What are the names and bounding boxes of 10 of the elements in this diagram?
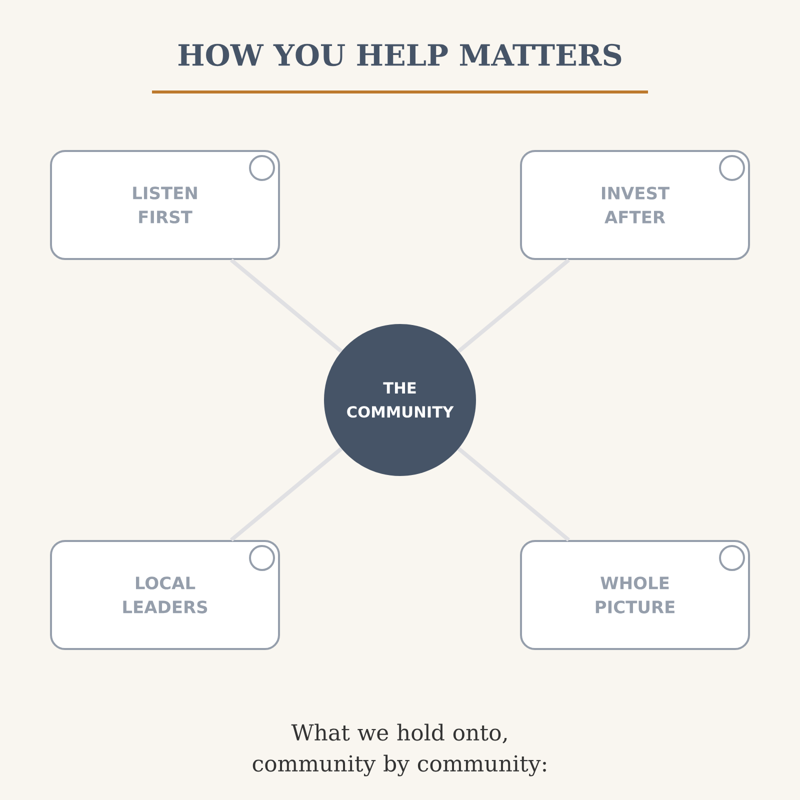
card: WHOLE PICTURE xyxy=(520,540,750,650)
connector-line xyxy=(457,447,570,542)
caption: What we hold onto, community by community: xyxy=(252,724,546,776)
connector-line xyxy=(230,258,343,353)
card: INVEST AFTER xyxy=(520,150,750,260)
connector-line xyxy=(230,447,343,542)
connector-line xyxy=(457,258,570,353)
card: LOCAL LEADERS xyxy=(50,540,280,650)
card: LISTEN FIRST xyxy=(50,150,280,260)
title: HOW YOU HELP MATTERS xyxy=(178,44,622,66)
